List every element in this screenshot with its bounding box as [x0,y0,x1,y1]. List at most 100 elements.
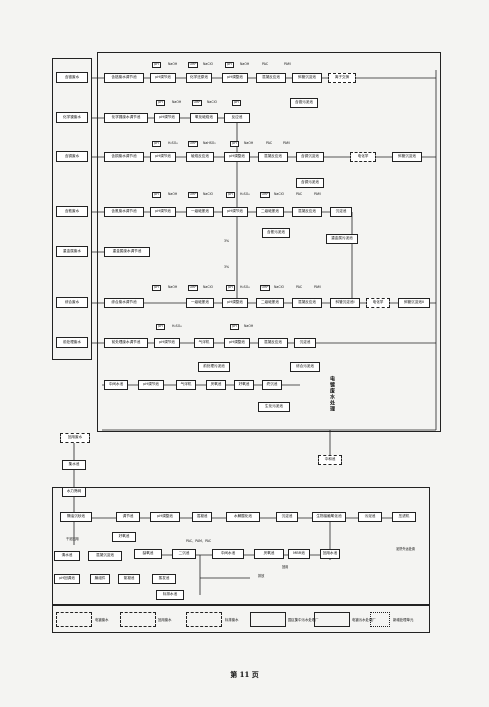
tank: 标排水池 [156,590,184,600]
chem-label: PAC [266,141,273,145]
vertical-note: 电镀废水处理 [329,376,335,412]
tank: 压滤机 [392,512,416,522]
tank: 斜管沉淀池I [330,298,360,308]
chem-label: NaOH [168,285,178,289]
tank: 水力筛网 [62,487,86,497]
chem-label: NaOH [168,192,178,196]
tank: pH调整池 [224,152,250,162]
tank: pH调节池 [154,113,180,123]
legend-label: 电镀废水 [95,618,109,622]
tank: 斜管沉淀池 [292,73,322,83]
tank: 絮凝池 [118,574,140,584]
chem-label: NaOH [172,100,182,104]
tank: 破络反应池 [186,152,214,162]
chem-label: ORP [188,62,198,68]
legend-swatch [370,612,390,627]
legend-label: 新增处理单元 [393,618,414,622]
tank: pH调节池 [150,73,176,83]
tank: 反应池 [224,113,250,123]
legend-swatch [120,612,156,627]
new-unit: 离子交换 [328,73,356,83]
chem-label: pH [232,100,241,106]
source-mixed: 综合废水 [56,297,88,308]
sludge-tank: 含铜污泥池 [296,178,324,188]
tank: pH调整池 [222,298,248,308]
tank: pH调整池 [224,338,250,348]
source-nickel: 化学镍废水 [56,112,88,123]
tank: 一级破氰池 [186,298,214,308]
chem-label: ORP [188,192,198,198]
chem-label: pH [226,285,235,291]
tank: pH调整池 [150,512,180,522]
tank: 一级破氰池 [186,207,214,217]
tank: 二级破氰池 [256,298,284,308]
chem-label: pH [230,324,239,330]
tank: 化学还原池 [186,73,212,83]
chem-label: pH [152,285,161,291]
tank: 沉淀池 [276,512,298,522]
chem-label: NaOH [168,62,178,66]
chem-label: NaOH [244,141,254,145]
chem-label: ORP [260,192,270,198]
tank: 氧化破络池 [190,113,218,123]
legend-swatch [56,612,92,627]
chem-label: pH [156,324,165,330]
chem-label: H₂SO₄ [240,285,250,289]
chem-label: pH [152,62,161,68]
tank: 重金属废水调节池 [104,247,150,257]
chem-label: NaOH [240,62,250,66]
chem-label: pH [152,141,161,147]
tank: 清水池 [54,551,80,561]
tank: 斜管沉淀池 [392,152,422,162]
tank: 含铜废水调节池 [104,152,144,162]
plating-frame [97,52,441,432]
legend-label: 标排废水 [225,618,239,622]
chem-label: pH [152,192,161,198]
tank: pH调整池 [222,73,248,83]
sludge-tank: 前处理污泥池 [198,362,230,372]
chem-label: PAM [314,192,321,196]
chem-label: PAC [296,192,303,196]
legend-frame [52,605,430,633]
flow-label: 回用 [282,565,289,569]
tank: pH回调池 [54,574,80,584]
chem-label: H₂SO₄ [240,192,250,196]
tank: 含铬废水调节池 [104,73,144,83]
tank: 污泥池 [358,512,382,522]
source-heavy-metal: 重金属废水 [56,246,88,257]
page-number: 第 11 页 [230,670,259,679]
tank: 二沉池 [172,549,196,559]
sludge-tank: 综合污泥池 [290,362,320,372]
tank: 混凝池 [192,512,212,522]
flow-label: 泥饼外运处置 [396,547,416,551]
tank: pH调节池 [150,152,176,162]
chem-label: NaClO [274,285,284,289]
tank: 好氧池 [112,532,136,542]
tank: MBR池 [288,549,310,559]
flow-label: PAC、PAM、PAC [186,539,212,543]
tank: 混凝反应池 [258,152,288,162]
tank: 化学镍废水调节池 [104,113,148,123]
neutralization-tank: 中和池 [318,455,342,465]
tank: 气浮机 [194,338,214,348]
legend-label: 园区集中污水处理厂 [288,618,319,622]
chem-label: pH [230,141,239,147]
tank: 中间水池 [104,380,128,390]
chem-label: NaHSO₃ [203,141,216,145]
flow-label: 排放 [258,574,265,578]
tank: 终沉池 [262,380,282,390]
source-pretreatment: 前处理废水 [56,337,88,348]
tank: 前处理废水调节池 [104,338,148,348]
chem-label: H₂SO₄ [168,141,178,145]
tank: 混凝沉淀池 [88,551,122,561]
chem-label: NaClO [203,285,213,289]
source-chrome: 含铬废水 [56,72,88,83]
tank: 气浮机 [176,380,196,390]
tank: 厌氧池 [254,549,284,559]
tank: 集水池 [62,460,86,470]
tank: 沉淀池 [330,207,352,217]
legend-swatch [186,612,222,627]
tank: 混凝反应池 [258,338,288,348]
ratio-label: 3% [224,239,230,243]
